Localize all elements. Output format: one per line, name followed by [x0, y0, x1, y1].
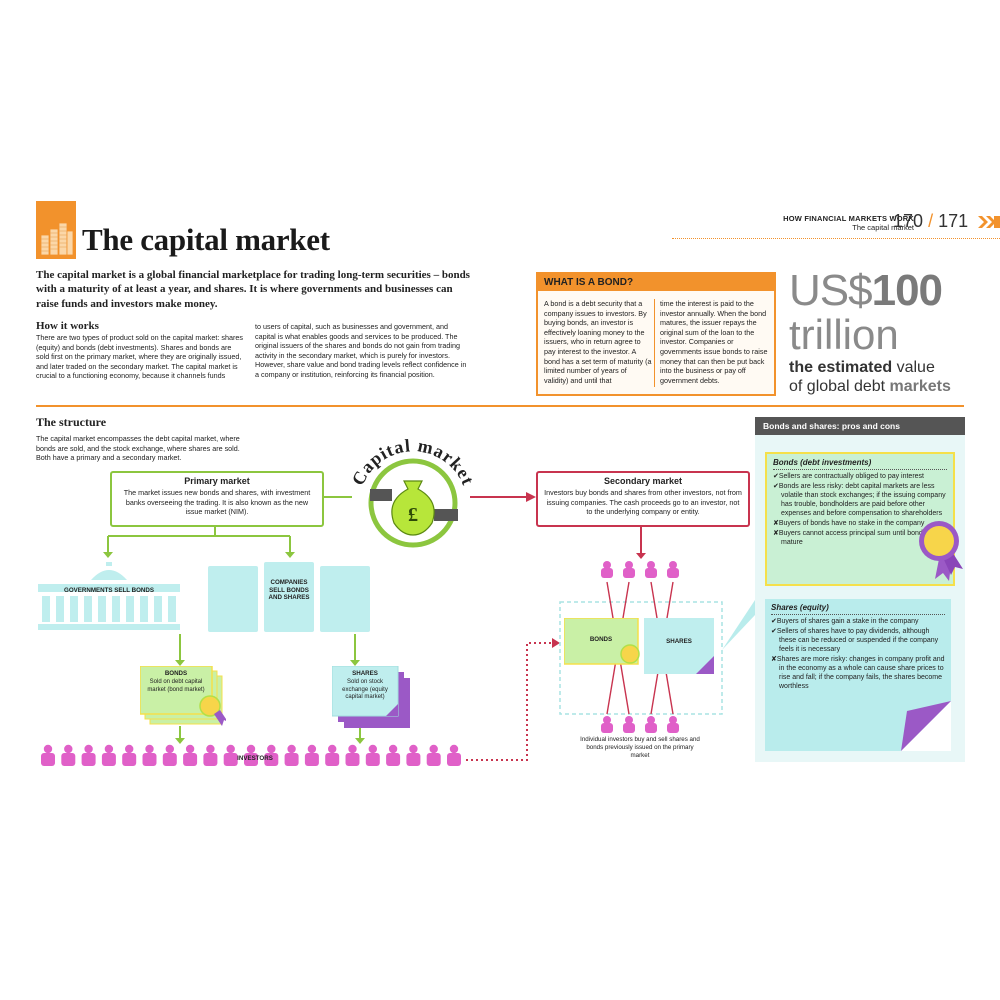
secondary-market-box: Secondary market Investors buy bonds and… [536, 471, 750, 527]
what-is-a-bond-box: WHAT IS A BOND? A bond is a debt securit… [536, 272, 776, 396]
page-curl-icon [901, 701, 951, 751]
pros-cons-heading: Bonds and shares: pros and cons [755, 417, 965, 435]
running-header-section: HOW FINANCIAL MARKETS WORK [783, 214, 914, 223]
header-dotted-rule [672, 238, 1000, 239]
page-right: 171 [938, 211, 969, 231]
investor-figure-icon [365, 744, 380, 766]
shares-doc-title: SHARES [352, 670, 378, 677]
bonds-document: BONDS Sold on debt capital market (bond … [140, 666, 226, 728]
page-left: 170 [893, 211, 924, 231]
bond-box-heading: WHAT IS A BOND? [538, 274, 774, 291]
investor-figure-icon [447, 744, 461, 766]
investor-figure-icon [81, 744, 96, 766]
secondary-bonds-document: BONDS [564, 618, 640, 665]
secondary-market-title: Secondary market [603, 476, 683, 486]
bond-box-divider [654, 299, 655, 387]
bonds-item: ✘Buyers cannot access principal sum unti… [773, 530, 927, 546]
primary-market-body: The market issues new bonds and shares, … [123, 488, 311, 516]
shares-doc-body: Sold on stock exchange (equity capital m… [342, 679, 388, 700]
investor-figure-icon [41, 744, 55, 766]
bonds-item: ✔Sellers are contractually obliged to pa… [773, 473, 924, 480]
chevron-right-icon [978, 215, 1000, 234]
secondary-shares-label: SHARES [666, 638, 692, 645]
bonds-doc-title: BONDS [164, 670, 188, 677]
investor-figure-icon [101, 744, 116, 766]
how-it-works-heading: How it works [36, 320, 99, 332]
investors-label: INVESTORS [237, 755, 273, 762]
investor-figure-icon [426, 744, 441, 766]
bonds-item: ✘Buyers of bonds have no stake in the co… [773, 520, 925, 527]
investor-figure-icon [162, 744, 177, 766]
stat-prefix: US$ [789, 266, 873, 315]
shares-pros-cons-card: Shares (equity) ✔Buyers of shares gain a… [765, 599, 951, 751]
intro-paragraph: The capital market is a global financial… [36, 269, 470, 310]
investor-figure-icon [345, 744, 360, 766]
primary-market-title: Primary market [184, 476, 250, 486]
stat-desc-1: the estimated [789, 359, 897, 376]
investor-figure-icon [223, 744, 238, 766]
capital-market-badge: Capital market £ [348, 423, 478, 553]
investor-figure-icon [142, 744, 157, 766]
shares-item: ✘Shares are more risky: changes in compa… [771, 656, 945, 690]
secondary-market-body: Investors buy bonds and shares from othe… [544, 488, 742, 516]
stat-amount: US$100 [789, 266, 943, 315]
page-separator: / [928, 211, 934, 231]
investor-figure-icon [325, 744, 340, 766]
stat-unit: trillion [789, 311, 899, 358]
secondary-bonds-label: BONDS [589, 636, 613, 643]
governments-label: GOVERNMENTS SELL BONDS [64, 587, 154, 594]
bonds-doc-body: Sold on debt capital market (bond market… [147, 679, 205, 693]
how-it-works-col1: There are two types of product sold on t… [36, 333, 243, 381]
pros-cons-panel: Bonds and shares: pros and cons Bonds (d… [755, 417, 965, 762]
bond-box-col1: A bond is a debt security that a company… [544, 299, 652, 385]
secondary-shares-document: SHARES [644, 618, 716, 680]
how-it-works-col2: to users of capital, such as businesses … [255, 322, 467, 379]
investor-figure-icon [203, 744, 218, 766]
structure-heading: The structure [36, 415, 107, 429]
stat-description: the estimated value of global debt marke… [789, 358, 951, 396]
investor-figure-icon [386, 744, 401, 766]
investor-figure-icon [304, 744, 319, 766]
government-building-icon: GOVERNMENTS SELL BONDS [36, 560, 182, 632]
running-header: HOW FINANCIAL MARKETS WORK The capital m… [783, 214, 914, 232]
investor-figure-icon [406, 744, 421, 766]
bonds-item: ✔Bonds are less risky: debt capital mark… [773, 483, 946, 517]
running-header-subsection: The capital market [852, 223, 914, 232]
page-numbers: 170 / 171 [893, 211, 968, 232]
stat-desc-3: of global debt [789, 378, 890, 395]
primary-market-box: Primary market The market issues new bon… [110, 471, 324, 527]
shares-item: ✔Sellers of shares have to pay dividends… [771, 628, 939, 653]
company-buildings-icon: COMPANIES SELL BONDS AND SHARES [206, 560, 372, 632]
investor-figure-icon [183, 744, 198, 766]
investor-figure-icon [284, 744, 299, 766]
investors-row: INVESTORS [40, 744, 470, 768]
secondary-caption: Individual investors buy and sell shares… [580, 736, 700, 759]
rosette-icon [913, 513, 965, 583]
page-title: The capital market [82, 222, 330, 257]
structure-text: The capital market encompasses the debt … [36, 434, 240, 463]
section-divider [36, 405, 964, 407]
investor-figure-icon [244, 744, 258, 766]
shares-card-title: Shares (equity) [771, 603, 829, 612]
shares-document: SHARES Sold on stock exchange (equity ca… [332, 666, 414, 732]
companies-label: COMPANIES SELL BONDS AND SHARES [268, 579, 310, 601]
investor-figure-icon [122, 744, 137, 766]
coin-stack-icon [36, 201, 76, 259]
stat-desc-2: value [896, 359, 935, 376]
pound-symbol: £ [408, 504, 418, 526]
bonds-pros-cons-card: Bonds (debt investments) ✔Sellers are co… [765, 452, 955, 586]
bond-box-col2: time the interest is paid to the investo… [660, 299, 768, 385]
stat-number: 100 [871, 266, 943, 315]
bonds-card-title: Bonds (debt investments) [773, 458, 872, 467]
investor-figure-icon [264, 744, 279, 766]
investor-figure-icon [61, 744, 76, 766]
stat-desc-4: markets [889, 378, 951, 395]
shares-item: ✔Buyers of shares gain a stake in the co… [771, 618, 919, 625]
